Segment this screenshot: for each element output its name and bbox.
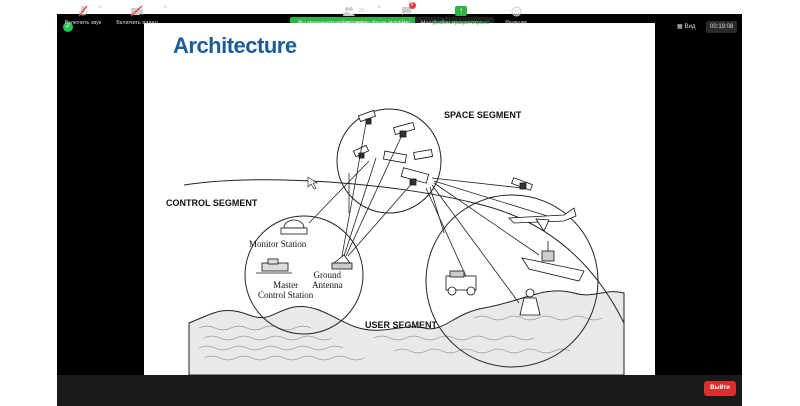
encryption-shield-icon[interactable]: ✓	[63, 22, 73, 32]
participants-count: 35	[358, 8, 365, 14]
control-segment-circle	[244, 215, 364, 335]
audio-options-caret[interactable]: ^	[99, 6, 102, 12]
master-control-station-icon	[256, 258, 292, 274]
earth-surface	[188, 290, 625, 375]
chat-label: Чат	[401, 20, 411, 26]
satellite-icon	[352, 109, 434, 186]
ground-antenna-icon	[331, 254, 353, 270]
user-segment-label: USER SEGMENT	[365, 320, 438, 330]
slide-title: Architecture	[173, 33, 297, 58]
share-screen-button[interactable]: ↑ Демонстрация экрана	[428, 0, 494, 31]
master-control-station-label: Master Control Station	[258, 280, 314, 300]
meeting-toolbar	[57, 375, 742, 406]
soldier-icon	[519, 288, 541, 316]
participants-options-caret[interactable]: ^	[378, 6, 381, 12]
user-segment-circle	[425, 194, 599, 368]
microphone-muted-icon	[78, 5, 88, 17]
airplane-icon	[508, 207, 577, 232]
start-video-label: Включить видео	[116, 20, 158, 26]
participants-label: Участники	[340, 20, 368, 26]
video-options-caret[interactable]: ^	[164, 6, 167, 12]
share-screen-label: Демонстрация экрана	[432, 20, 490, 26]
share-screen-icon: ↑	[455, 5, 467, 17]
reactions-icon	[511, 5, 522, 17]
chat-button[interactable]: 9 Чат	[396, 0, 416, 31]
chat-icon: 9	[401, 2, 416, 17]
start-video-button[interactable]: Включить видео	[114, 0, 160, 31]
orbit-line	[183, 179, 625, 324]
chat-unread-badge: 9	[408, 2, 416, 9]
space-segment-label: SPACE SEGMENT	[444, 110, 522, 120]
meeting-timer: 00:19:08	[706, 21, 738, 33]
ship-icon	[521, 241, 585, 282]
grid-icon: ▦	[677, 24, 683, 30]
space-segment-circle	[336, 108, 442, 214]
view-button-label: Вид	[684, 23, 696, 30]
architecture-diagram	[183, 108, 625, 375]
unmute-audio-button[interactable]: Включить звук	[62, 0, 104, 31]
camera-off-icon	[130, 5, 144, 17]
view-button[interactable]: ▦ Вид	[677, 23, 696, 31]
unmute-audio-label: Включить звук	[64, 20, 102, 26]
leave-meeting-button[interactable]: Выйти	[704, 381, 736, 396]
truck-icon	[445, 270, 477, 296]
reactions-label: Реакции	[505, 20, 527, 26]
monitor-station-label: Monitor Station	[249, 239, 307, 249]
satellite-user-icon	[511, 177, 533, 191]
ground-antenna-label: Ground Antenna	[312, 270, 343, 290]
participants-button[interactable]: 35 Участники	[337, 0, 371, 31]
shared-slide: Architecture	[144, 23, 655, 375]
reactions-button[interactable]: Реакции	[502, 0, 530, 31]
cursor-icon	[307, 176, 318, 190]
control-segment-label: CONTROL SEGMENT	[166, 198, 258, 208]
monitor-station-icon	[280, 219, 308, 235]
participants-icon: 35	[343, 5, 365, 17]
